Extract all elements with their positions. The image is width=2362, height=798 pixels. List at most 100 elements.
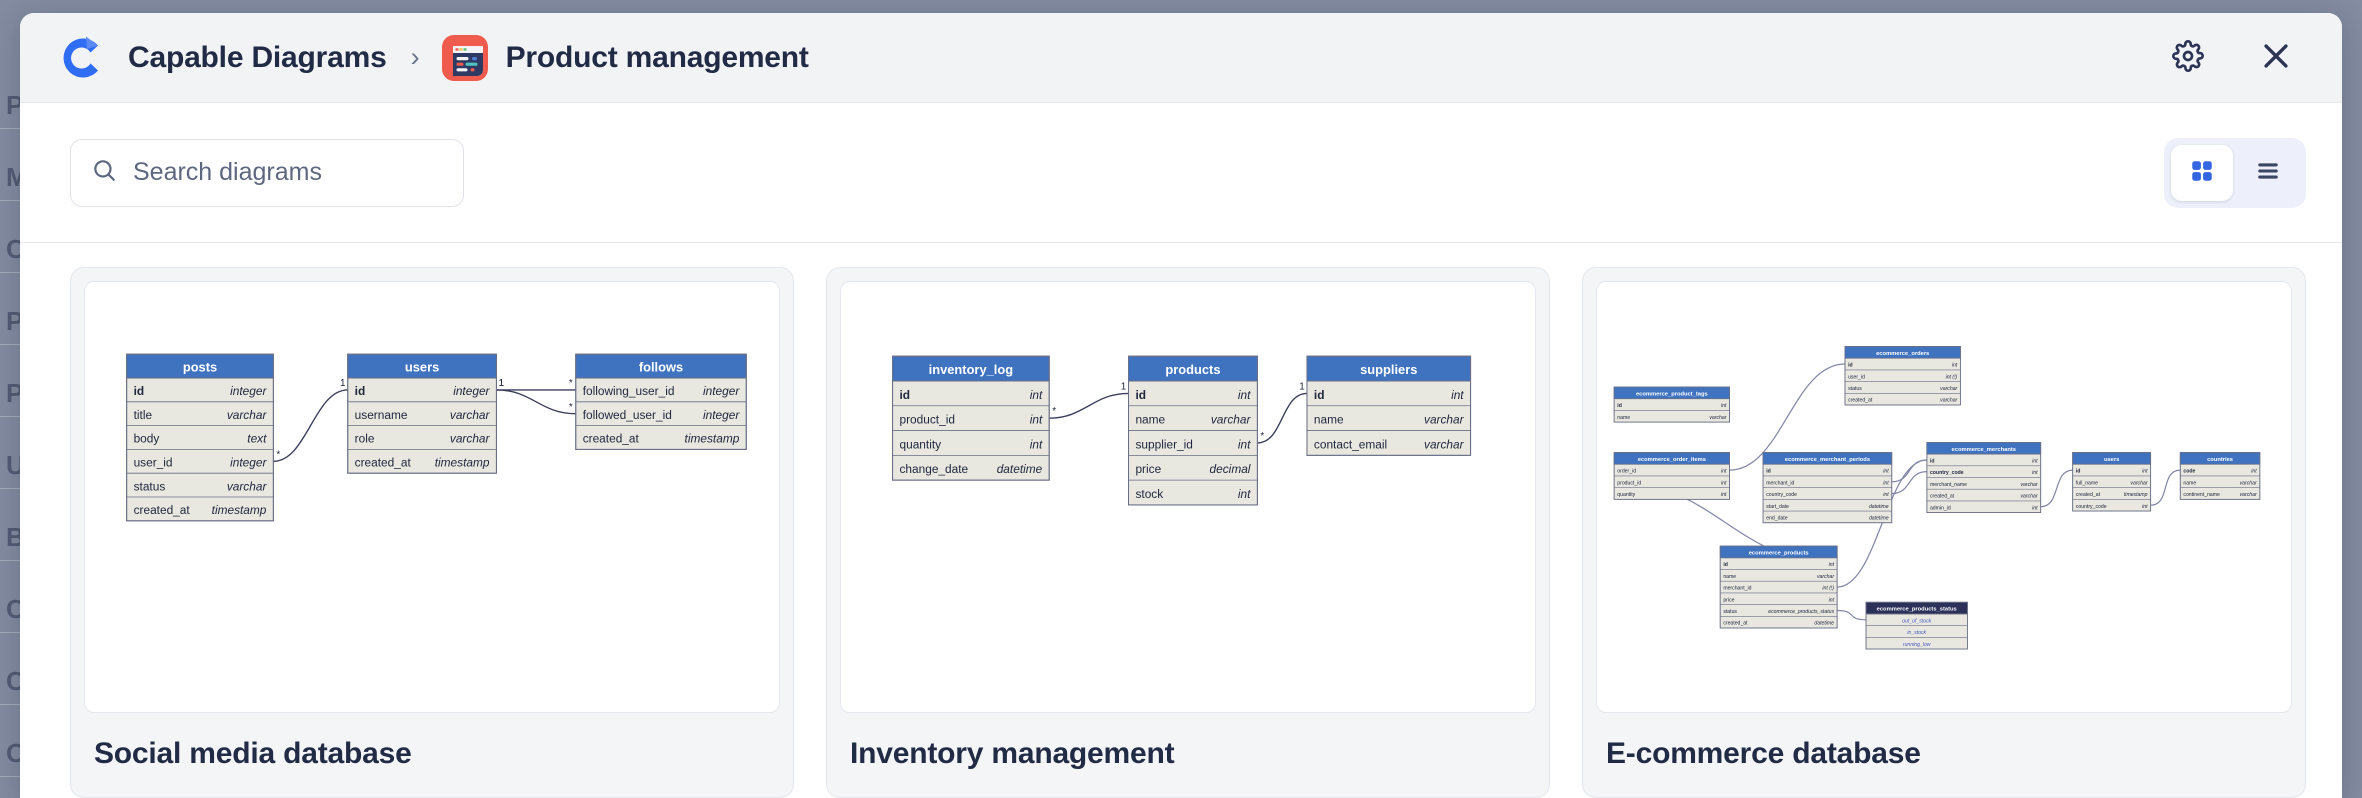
svg-text:users: users bbox=[405, 359, 439, 374]
svg-text:product_id: product_id bbox=[1617, 480, 1641, 486]
svg-text:price: price bbox=[1723, 597, 1734, 603]
svg-text:int: int bbox=[1238, 388, 1251, 402]
svg-text:int: int bbox=[2032, 459, 2038, 465]
svg-text:continent_name: continent_name bbox=[2183, 492, 2220, 498]
svg-text:product_id: product_id bbox=[899, 413, 954, 427]
svg-text:int: int bbox=[1451, 388, 1464, 402]
svg-text:int: int bbox=[2251, 469, 2257, 475]
svg-text:integer: integer bbox=[230, 384, 267, 398]
breadcrumb-document[interactable]: Product management bbox=[441, 34, 809, 81]
svg-text:int: int bbox=[2142, 469, 2148, 475]
svg-text:username: username bbox=[355, 408, 408, 422]
svg-text:id: id bbox=[1314, 388, 1325, 402]
svg-text:1: 1 bbox=[499, 378, 505, 389]
svg-text:ecommerce_merchants: ecommerce_merchants bbox=[1952, 447, 2016, 453]
svg-text:ecommerce_products_status: ecommerce_products_status bbox=[1877, 607, 1957, 613]
svg-text:varchar: varchar bbox=[1709, 415, 1726, 421]
svg-text:supplier_id: supplier_id bbox=[1135, 437, 1192, 451]
modal-toolbar bbox=[20, 103, 2342, 243]
svg-text:ecommerce_merchant_periods: ecommerce_merchant_periods bbox=[1785, 457, 1870, 463]
svg-text:full_name: full_name bbox=[2076, 480, 2098, 486]
svg-text:name: name bbox=[1617, 415, 1630, 421]
svg-text:varchar: varchar bbox=[1817, 574, 1834, 580]
svg-text:country_code: country_code bbox=[1930, 470, 1964, 476]
svg-text:end_date: end_date bbox=[1766, 515, 1788, 521]
svg-text:id: id bbox=[355, 384, 366, 398]
svg-text:int: int bbox=[1238, 487, 1251, 501]
svg-text:created_at: created_at bbox=[1723, 621, 1748, 627]
svg-text:int: int bbox=[1883, 469, 1889, 475]
svg-text:merchant_name: merchant_name bbox=[1930, 482, 1967, 488]
grid-view-button[interactable] bbox=[2171, 144, 2233, 201]
svg-text:id: id bbox=[1766, 469, 1771, 475]
svg-text:change_date: change_date bbox=[899, 462, 968, 476]
svg-text:id: id bbox=[2076, 469, 2081, 475]
svg-text:name: name bbox=[1135, 413, 1165, 427]
diagram-card-title: Social media database bbox=[94, 737, 412, 770]
svg-text:created_at: created_at bbox=[134, 503, 191, 517]
svg-text:price: price bbox=[1135, 462, 1161, 476]
svg-text:int: int bbox=[1721, 492, 1727, 498]
svg-text:role: role bbox=[355, 432, 375, 446]
svg-text:suppliers: suppliers bbox=[1360, 362, 1417, 377]
svg-text:id: id bbox=[1617, 403, 1622, 409]
svg-text:varchar: varchar bbox=[2130, 480, 2147, 486]
svg-text:body: body bbox=[134, 432, 160, 446]
close-button[interactable] bbox=[2254, 36, 2298, 80]
titlebar-actions bbox=[2166, 36, 2312, 80]
svg-text:integer: integer bbox=[453, 384, 490, 398]
svg-text:posts: posts bbox=[183, 359, 217, 374]
svg-text:varchar: varchar bbox=[1424, 413, 1465, 427]
svg-text:id: id bbox=[899, 388, 910, 402]
svg-text:followed_user_id: followed_user_id bbox=[583, 408, 672, 422]
svg-text:varchar: varchar bbox=[227, 408, 268, 422]
svg-text:users: users bbox=[2104, 457, 2119, 463]
svg-text:merchant_id: merchant_id bbox=[1766, 480, 1794, 486]
svg-text:running_low: running_low bbox=[1903, 642, 1931, 648]
svg-text:ecommerce_products: ecommerce_products bbox=[1749, 551, 1809, 557]
svg-text:ecommerce_order_items: ecommerce_order_items bbox=[1638, 457, 1706, 463]
search-input[interactable] bbox=[133, 139, 443, 206]
svg-text:follows: follows bbox=[639, 359, 683, 374]
brand-name[interactable]: Capable Diagrams bbox=[128, 40, 387, 74]
svg-text:*: * bbox=[569, 402, 573, 413]
svg-text:int: int bbox=[1883, 492, 1889, 498]
document-title[interactable]: Product management bbox=[505, 40, 809, 74]
list-view-button[interactable] bbox=[2237, 145, 2299, 201]
svg-text:int: int bbox=[2032, 470, 2038, 476]
svg-text:code: code bbox=[2183, 469, 2195, 475]
close-icon bbox=[2259, 39, 2293, 76]
svg-text:user_id: user_id bbox=[134, 456, 173, 470]
search-box[interactable] bbox=[70, 138, 464, 207]
svg-text:integer: integer bbox=[703, 384, 740, 398]
svg-text:id: id bbox=[1723, 562, 1728, 568]
settings-button[interactable] bbox=[2166, 36, 2210, 80]
svg-text:products: products bbox=[1165, 362, 1220, 377]
svg-text:status: status bbox=[134, 479, 166, 493]
svg-text:1: 1 bbox=[499, 378, 505, 389]
grid-view-icon bbox=[2189, 158, 2215, 187]
svg-text:id: id bbox=[1930, 459, 1935, 465]
svg-text:name: name bbox=[1314, 413, 1344, 427]
svg-text:datetime: datetime bbox=[997, 462, 1043, 476]
svg-text:timestamp: timestamp bbox=[2124, 492, 2148, 498]
svg-text:varchar: varchar bbox=[2240, 492, 2257, 498]
svg-text:timestamp: timestamp bbox=[435, 456, 490, 470]
svg-text:*: * bbox=[276, 449, 280, 460]
svg-text:stock: stock bbox=[1135, 487, 1163, 501]
svg-text:order_id: order_id bbox=[1617, 469, 1636, 475]
svg-text:integer: integer bbox=[703, 408, 740, 422]
svg-text:1: 1 bbox=[1121, 381, 1127, 392]
svg-text:timestamp: timestamp bbox=[212, 503, 267, 517]
svg-text:decimal: decimal bbox=[1210, 462, 1251, 476]
